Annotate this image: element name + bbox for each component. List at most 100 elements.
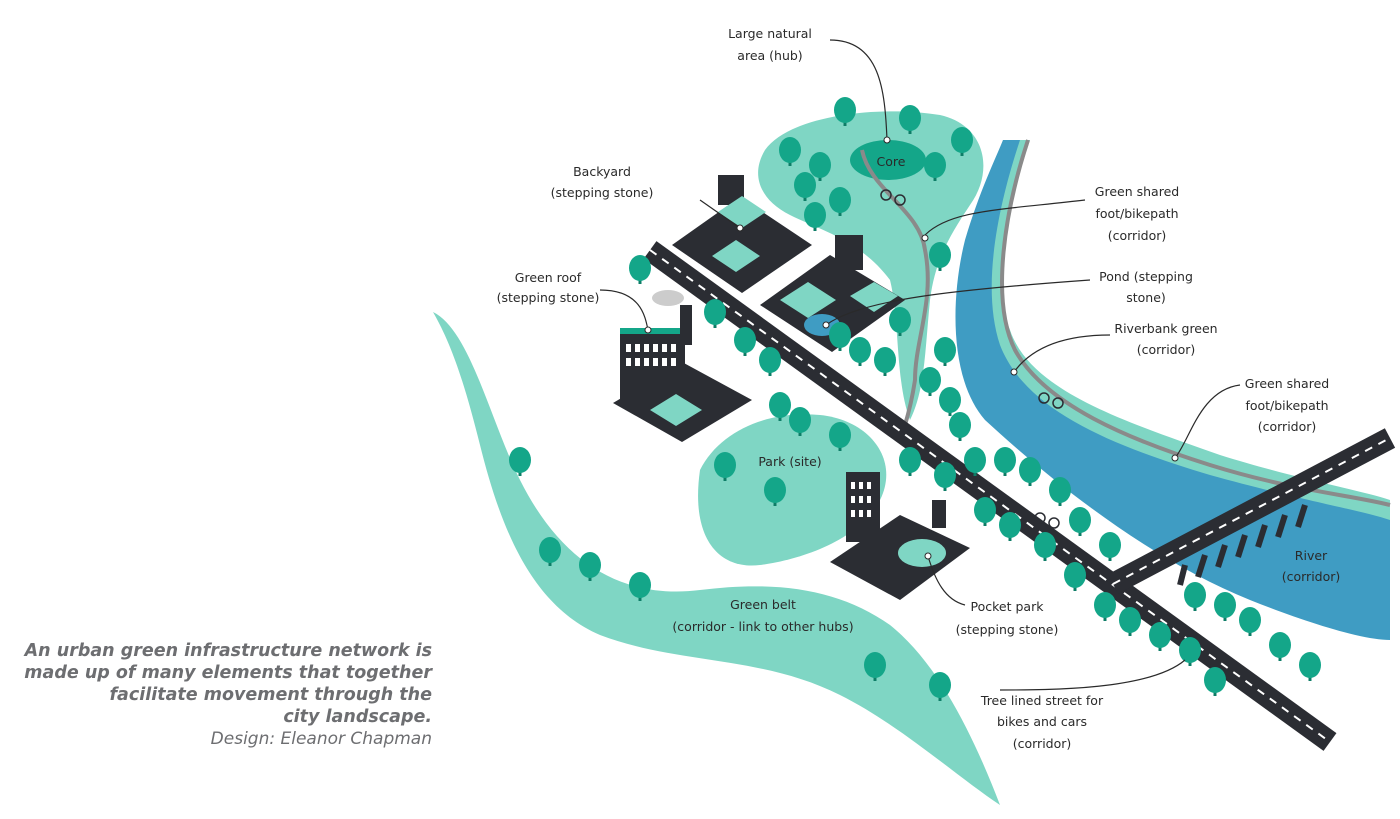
tree-icon <box>579 552 601 581</box>
tree-icon <box>1119 607 1141 636</box>
tree-icon <box>539 537 561 566</box>
tree-icon <box>889 307 911 336</box>
leader-lines <box>599 39 1241 691</box>
tree-icon <box>794 172 816 201</box>
tree-icon <box>804 202 826 231</box>
design-credit: Design: Eleanor Chapman <box>210 729 432 749</box>
tree-icon <box>899 447 921 476</box>
tree-icon <box>949 412 971 441</box>
label-pocket-park-1: Pocket park <box>971 599 1045 614</box>
tree-icon <box>1214 592 1236 621</box>
tree-icon <box>929 672 951 701</box>
tree-icon <box>951 127 973 156</box>
label-bikepath1-2: foot/bikepath <box>1095 206 1178 221</box>
label-river-2: (corridor) <box>1282 569 1341 584</box>
tree-icon <box>1179 637 1201 666</box>
pocket-park <box>898 539 946 567</box>
label-hub-2: area (hub) <box>737 48 802 63</box>
tree-icon <box>874 347 896 376</box>
tree-icon <box>1239 607 1261 636</box>
park-area <box>698 414 887 566</box>
caption-line: city landscape. <box>283 707 432 727</box>
label-bikepath2-1: Green shared <box>1245 376 1329 391</box>
riverbank-green <box>989 140 1390 525</box>
tree-icon <box>964 447 986 476</box>
tree-icon <box>769 392 791 421</box>
bicycle-icon <box>880 189 1064 529</box>
tree-icon <box>929 242 951 271</box>
tree-icon <box>834 97 856 126</box>
tree-icon <box>764 477 786 506</box>
tree-icon <box>1064 562 1086 591</box>
tree-icon <box>789 407 811 436</box>
tree-icon <box>1204 667 1226 696</box>
tree-icon <box>1069 507 1091 536</box>
label-street-3: (corridor) <box>1013 736 1072 751</box>
tree-icon <box>809 152 831 181</box>
label-hub-1: Large natural <box>728 26 812 41</box>
river <box>955 140 1390 640</box>
tree-icon <box>629 255 651 284</box>
tree-icon <box>1299 652 1321 681</box>
main-street <box>643 241 1337 751</box>
tree-icon <box>999 512 1021 541</box>
caption-line: facilitate movement through the <box>109 685 432 705</box>
tree-icon <box>734 327 756 356</box>
label-bikepath2-3: (corridor) <box>1258 419 1317 434</box>
label-bikepath1-1: Green shared <box>1095 184 1179 199</box>
tree-icon <box>829 322 851 351</box>
tree-icon <box>849 337 871 366</box>
tree-icon <box>864 652 886 681</box>
label-pond-2: stone) <box>1126 290 1166 305</box>
tree-icon <box>1149 622 1171 651</box>
tree-icon <box>934 337 956 366</box>
pocket-park-building <box>830 472 970 600</box>
caption-line: made up of many elements that together <box>24 663 432 683</box>
tree-icon <box>924 152 946 181</box>
label-green-belt-1: Green belt <box>730 597 796 612</box>
label-pocket-park-2: (stepping stone) <box>956 622 1059 637</box>
label-river-1: River <box>1295 548 1328 563</box>
tree-icon <box>1184 582 1206 611</box>
tree-icon <box>629 572 651 601</box>
bikepath-hub <box>860 149 930 426</box>
tree-icon <box>759 347 781 376</box>
tree-icon <box>829 187 851 216</box>
leader-dots <box>644 136 1179 560</box>
caption: An urban green infrastructure network is… <box>0 640 432 750</box>
tree-icon <box>1269 632 1291 661</box>
tree-icon <box>509 447 531 476</box>
label-green-belt-2: (corridor - link to other hubs) <box>672 619 853 634</box>
tree-icon <box>1019 457 1041 486</box>
label-backyard-1: Backyard <box>573 164 631 179</box>
tree-icon <box>704 299 726 328</box>
label-bikepath1-3: (corridor) <box>1108 228 1167 243</box>
tree-icon <box>1034 532 1056 561</box>
tree-icon <box>1049 477 1071 506</box>
trees <box>509 97 1321 701</box>
tree-icon <box>934 462 956 491</box>
tree-icon <box>919 367 941 396</box>
tree-icon <box>1099 532 1121 561</box>
bridge-road <box>1107 428 1396 594</box>
label-street-2: bikes and cars <box>997 714 1087 729</box>
tree-icon <box>1094 592 1116 621</box>
label-green-roof-2: (stepping stone) <box>497 290 600 305</box>
tree-icon <box>939 387 961 416</box>
green-belt-area <box>433 312 1000 805</box>
tree-icon <box>829 422 851 451</box>
label-riverbank-2: (corridor) <box>1137 342 1196 357</box>
green-roof-factory <box>613 290 752 442</box>
tree-icon <box>974 497 996 526</box>
label-street-1: Tree lined street for <box>980 693 1104 708</box>
tree-icon <box>994 447 1016 476</box>
label-backyard-2: (stepping stone) <box>551 185 654 200</box>
label-core: Core <box>877 154 906 169</box>
tree-icon <box>714 452 736 481</box>
label-green-roof-1: Green roof <box>515 270 582 285</box>
tree-icon <box>779 137 801 166</box>
label-riverbank-1: Riverbank green <box>1114 321 1217 336</box>
label-pond-1: Pond (stepping <box>1099 269 1193 284</box>
backyard-building <box>672 175 812 293</box>
